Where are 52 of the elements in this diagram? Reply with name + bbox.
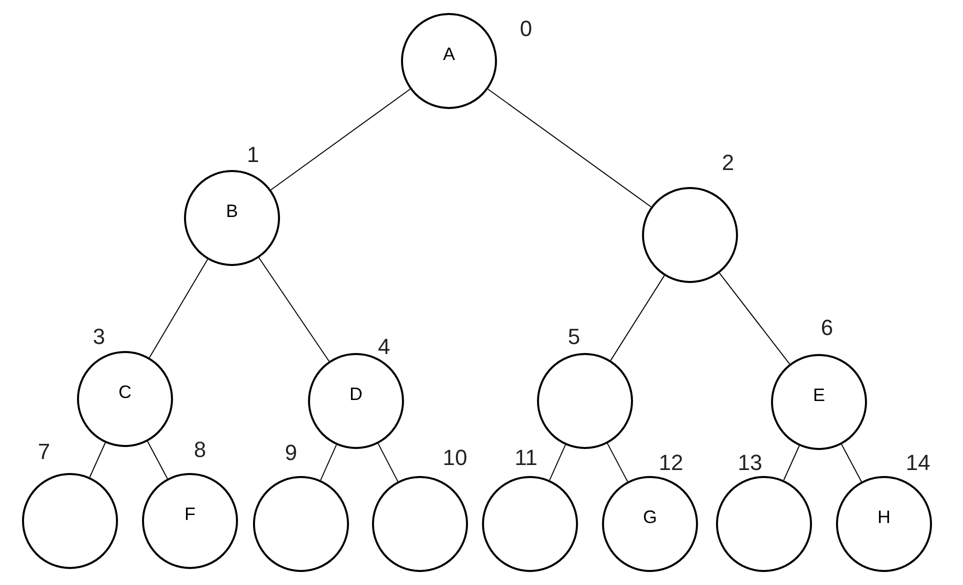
tree-edge-line <box>320 444 337 481</box>
tree-edge-line <box>549 444 566 481</box>
tree-node-circle <box>401 13 497 109</box>
tree-node-circle <box>642 187 738 283</box>
tree-node-circle <box>771 354 867 450</box>
node-index-number: 9 <box>284 442 298 464</box>
node-letter: A <box>442 45 455 63</box>
tree-node-circle <box>372 476 468 572</box>
node-index-number: 1 <box>246 144 260 166</box>
tree-edge-line <box>147 440 168 480</box>
node-letter: F <box>184 505 196 523</box>
tree-edge-line <box>841 444 862 482</box>
tree-edge-line <box>606 442 628 482</box>
node-letter: D <box>350 385 362 403</box>
tree-edge-line <box>610 275 665 361</box>
node-index-number: 6 <box>820 317 834 339</box>
tree-edge-line <box>783 445 800 481</box>
tree-edge-line <box>270 88 411 190</box>
tree-node-circle <box>184 170 280 266</box>
node-index-number: 0 <box>520 18 532 40</box>
tree-node-circle <box>537 353 633 449</box>
tree-edge-line <box>89 442 106 478</box>
node-letter: G <box>642 508 657 526</box>
tree-edge-line <box>487 88 652 208</box>
node-index-number: 8 <box>194 439 206 461</box>
tree-node-circle <box>22 473 118 569</box>
tree-node-circle <box>308 353 404 449</box>
node-index-number: 10 <box>442 447 468 469</box>
tree-node-circle <box>836 476 932 572</box>
node-letter: B <box>226 202 238 220</box>
tree-node-circle <box>716 476 812 572</box>
node-index-number: 3 <box>92 326 106 348</box>
node-index-number: 2 <box>722 152 734 174</box>
node-letter: H <box>878 508 890 526</box>
node-letter: E <box>812 386 825 404</box>
tree-edge-line <box>148 258 208 358</box>
node-letter: C <box>118 383 132 401</box>
node-index-number: 12 <box>658 452 684 474</box>
tree-node-circle <box>602 476 698 572</box>
node-index-number: 14 <box>906 452 930 474</box>
node-index-number: 4 <box>378 336 390 358</box>
tree-edge-line <box>378 443 398 482</box>
node-index-number: 11 <box>514 447 538 469</box>
tree-node-circle <box>253 476 349 572</box>
node-index-number: 7 <box>38 441 50 463</box>
tree-edge-line <box>718 272 790 365</box>
tree-node-circle <box>142 473 238 569</box>
tree-edge-line <box>258 257 330 362</box>
node-index-number: 5 <box>568 326 580 348</box>
tree-node-circle <box>482 476 578 572</box>
node-index-number: 13 <box>738 452 762 474</box>
tree-node-circle <box>77 351 173 447</box>
